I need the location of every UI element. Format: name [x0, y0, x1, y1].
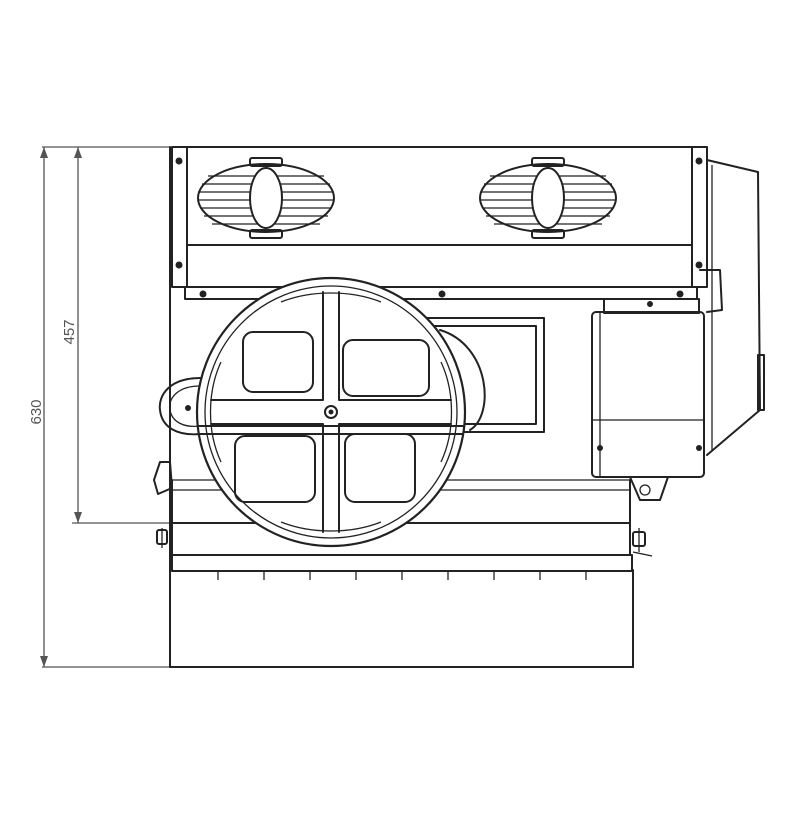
fan-grille-icon	[197, 157, 335, 239]
inner-depth-label: 457	[61, 319, 78, 344]
hinge-left	[158, 377, 201, 436]
duct	[419, 317, 545, 433]
fan-grille-left	[197, 157, 335, 239]
motor-block	[591, 298, 705, 501]
side-panel-right	[699, 159, 765, 456]
overall-depth-label: 630	[28, 399, 45, 424]
knob-left	[156, 528, 168, 548]
rotary-drum	[195, 276, 467, 548]
dimension-lines	[40, 146, 170, 668]
fan-grille-right	[479, 157, 617, 239]
fan-grille-icon	[479, 157, 617, 239]
comb-teeth	[217, 571, 587, 580]
rotary-drum-icon	[195, 276, 467, 548]
top-housing	[171, 146, 708, 300]
latch-left	[153, 461, 173, 495]
knob-right	[632, 528, 653, 557]
